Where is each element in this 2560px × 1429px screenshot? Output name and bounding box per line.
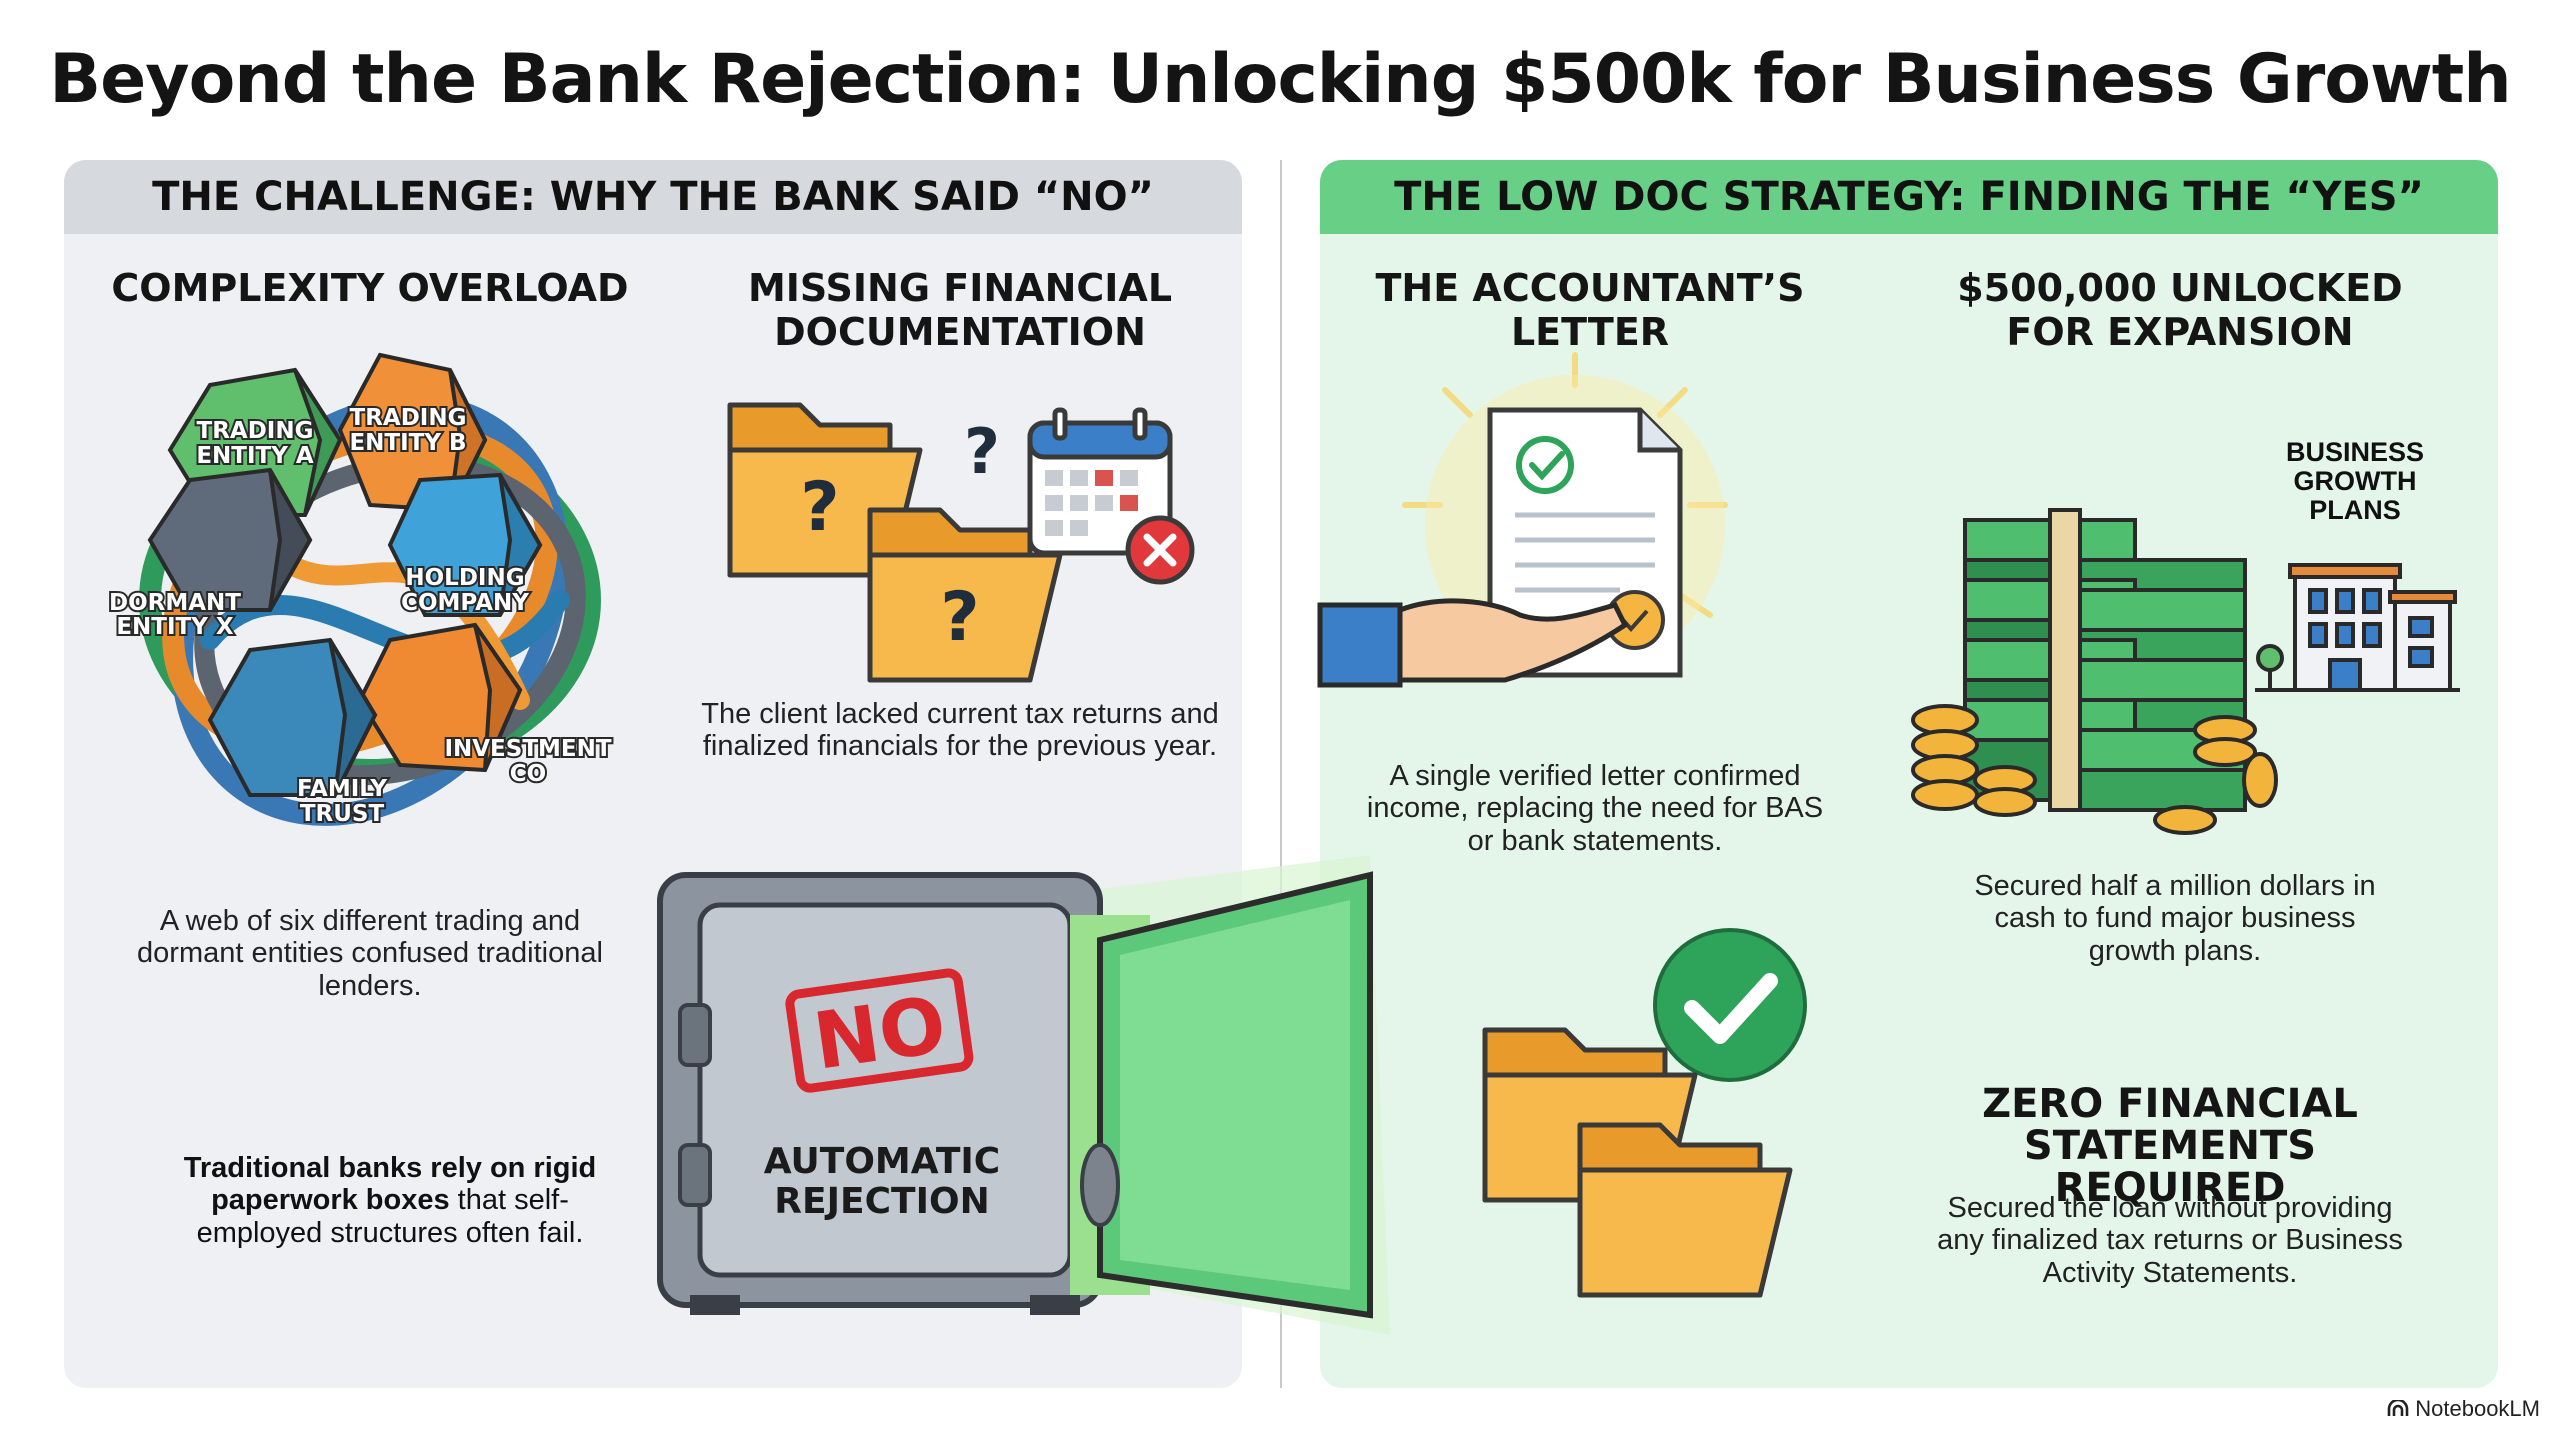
accountant-letter-caption: A single verified letter confirmed incom…: [1366, 760, 1824, 857]
entity-label-dormant-1: DORMANT: [109, 590, 241, 616]
entity-label-investment-1: INVESTMENT: [444, 736, 611, 762]
challenge-panel-header: THE CHALLENGE: WHY THE BANK SAID “NO”: [64, 160, 1242, 234]
strategy-panel-header: THE LOW DOC STRATEGY: FINDING THE “YES”: [1320, 160, 2498, 234]
svg-text:?: ?: [940, 578, 979, 657]
rejection-safe-illustration: NO AUTOMATIC REJECTION: [657, 855, 1390, 1335]
entity-label-trading-a-2: ENTITY A: [196, 443, 314, 469]
entity-label-investment-2: CO: [510, 761, 546, 787]
entity-label-trading-b-2: ENTITY B: [349, 430, 466, 456]
entity-web-illustration: TRADING ENTITY A TRADING ENTITY B HOLDIN…: [107, 352, 614, 829]
svg-text:?: ?: [964, 415, 1000, 488]
check-circle-icon: [1653, 928, 1807, 1082]
no-stamp-text: NO: [808, 980, 951, 1087]
complexity-caption: A web of six different trading and dorma…: [137, 905, 603, 1002]
rejection-label: REJECTION: [774, 1181, 989, 1222]
no-stamp: NO: [785, 968, 974, 1093]
hand-icon: [1397, 598, 1629, 683]
rigid-boxes-caption-rest: that self-employed structures often fail…: [196, 1184, 584, 1249]
accountant-letter-illustration: [1317, 352, 1728, 688]
panel-divider: [1280, 160, 1282, 1388]
footer-branding: NotebookLM: [2387, 1396, 2540, 1422]
missing-docs-illustration: ? ? ?: [727, 402, 1195, 683]
safe-hinge-2: [678, 1143, 712, 1207]
sleeve: [1317, 602, 1403, 688]
complexity-heading: COMPLEXITY OVERLOAD: [111, 266, 629, 310]
unlocked-heading: $500,000 UNLOCKED FOR EXPANSION: [1957, 266, 2403, 355]
building-icon: [2255, 563, 2460, 692]
rigid-boxes-caption-bold: Traditional banks rely on rigid paperwor…: [183, 1152, 597, 1217]
entity-label-dormant-2: ENTITY X: [116, 614, 234, 640]
notebooklm-logo-icon: [2387, 1400, 2409, 1416]
zero-statements-heading: ZERO FINANCIAL STATEMENTS REQUIRED: [1982, 1081, 2358, 1211]
entity-label-family-trust-1: FAMILY: [297, 776, 387, 802]
checkmark-icon: [1516, 436, 1574, 494]
automatic-label: AUTOMATIC: [764, 1141, 1000, 1182]
coins-icon: [1911, 704, 2278, 835]
entity-label-trading-a-1: TRADING: [197, 418, 314, 444]
page-title: Beyond the Bank Rejection: Unlocking $50…: [49, 40, 2511, 119]
unlocked-caption: Secured half a million dollars in cash t…: [1974, 870, 2376, 967]
entity-label-family-trust-2: TRUST: [300, 801, 385, 827]
cash-stack-illustration: [1911, 508, 2278, 835]
zero-statements-caption: Secured the loan without providing any f…: [1937, 1192, 2403, 1289]
accountant-letter-heading: THE ACCOUNTANT’S LETTER: [1375, 266, 1805, 355]
entity-label-holding-1: HOLDING: [405, 565, 524, 591]
entity-label-trading-b-1: TRADING: [350, 405, 467, 431]
missing-docs-heading: MISSING FINANCIAL DOCUMENTATION: [747, 266, 1173, 355]
footer-brand-text: NotebookLM: [2415, 1396, 2540, 1421]
missing-docs-caption: The client lacked current tax returns an…: [701, 698, 1219, 763]
entity-label-holding-2: COMPANY: [401, 590, 529, 616]
rigid-boxes-caption: Traditional banks rely on rigid paperwor…: [150, 1152, 630, 1249]
business-growth-label: BUSINESS GROWTH PLANS: [2285, 437, 2425, 525]
safe-hinge: [678, 1003, 712, 1067]
zero-statements-illustration: [1482, 928, 1807, 1298]
svg-text:?: ?: [800, 468, 839, 547]
